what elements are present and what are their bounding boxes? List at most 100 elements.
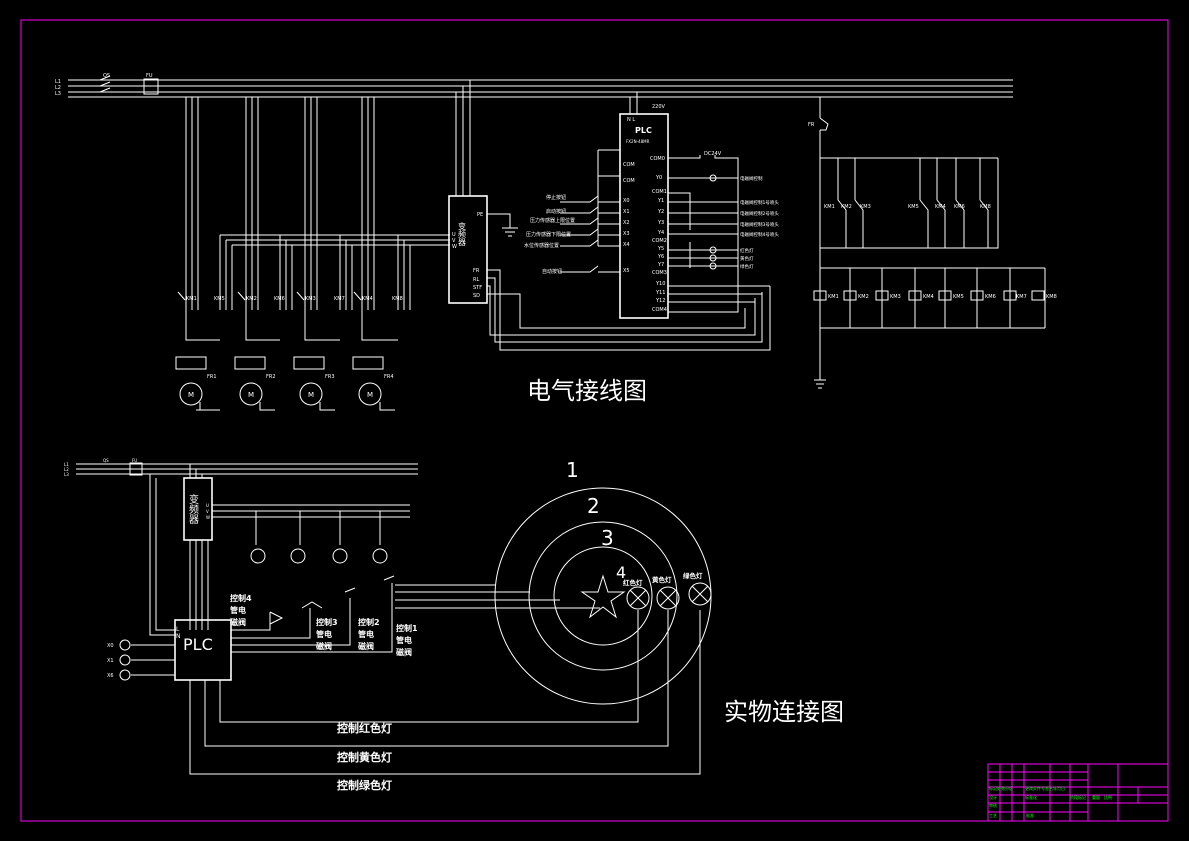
lamp-label-green: 绿色灯 — [683, 571, 703, 580]
pump-motor-icon — [290, 548, 306, 564]
input-label-upper: 压力传感器上限位置 — [530, 217, 575, 224]
plc-out-4: Y2 — [657, 209, 664, 215]
bus-label-l2: L2 — [55, 85, 61, 91]
pump-motor-icon — [250, 548, 266, 564]
plc-title: PLC — [635, 126, 652, 135]
outer-frame — [20, 19, 1169, 822]
red-lamp-icon — [626, 586, 650, 610]
fr-label-2: FR2 — [266, 374, 276, 380]
coil-4: KM4 — [923, 294, 934, 300]
plc-volt: 220V — [652, 104, 666, 110]
bottom-plc: PLC L N X0 X1 X6 — [107, 575, 701, 775]
green-lamp-icon — [688, 582, 712, 606]
fr-label-3: FR3 — [325, 374, 335, 380]
bottom-inverter-label: 变频器 — [187, 493, 199, 525]
motor-branches: KM1 KM2 KM3 KM4 KM5 KM6 KM7 KM8 — [177, 97, 450, 341]
relay-contact-2: KM2 — [841, 204, 852, 210]
plc-out-9: Y6 — [657, 254, 664, 260]
tb-cell-7: 审核 — [989, 802, 997, 808]
km-label-3: KM3 — [305, 296, 316, 302]
motor-label-1: M — [188, 391, 194, 399]
bottom-inv-w: W — [206, 515, 210, 520]
ring-number-2: 2 — [587, 494, 600, 518]
bottom-plc-n: N — [176, 633, 181, 640]
plc-out-10: Y7 — [657, 262, 664, 268]
km-label-8: KM8 — [392, 296, 403, 302]
km-label-2: KM2 — [246, 296, 257, 302]
bottom-qs: QS — [103, 458, 109, 463]
coil-1: KM1 — [828, 294, 839, 300]
plc-out-2: COM1 — [652, 189, 667, 195]
coil-6: KM6 — [985, 294, 996, 300]
bottom-l3: L3 — [64, 472, 69, 477]
relay-contact-3: KM3 — [860, 204, 871, 210]
km-label-5: KM5 — [214, 296, 225, 302]
relay-circuit: FR KM1 KM2 KM3 KM5 KM4 KM6 KM8 KM1 KM2 K… — [808, 97, 1057, 389]
bottom-inv-v: V — [206, 509, 209, 514]
ring-number-1: 1 — [566, 458, 579, 482]
qs-label: QS — [103, 73, 110, 79]
bottom-bus: L1 L2 L3 QS FU — [64, 458, 418, 477]
bottom-plc-label: PLC — [183, 635, 213, 654]
power-bus: L1 L2 L3 QS FU — [55, 73, 1013, 98]
plc-out-13: Y11 — [655, 290, 665, 296]
fountain-rings: 1 2 3 4 — [395, 458, 712, 705]
pump-motor-icon — [372, 548, 388, 564]
plc-out-7: COM2 — [652, 238, 667, 244]
lamp-label-yellow: 黄色灯 — [652, 575, 672, 584]
tb-cell-9: 批准 — [1026, 812, 1034, 818]
plc-in-6: X4 — [623, 242, 630, 248]
plc-top: N L 220V PLC FX2N-48MR COM COM X0 X1 X2 … — [524, 92, 779, 319]
pump-motor-icon — [332, 548, 348, 564]
tb-cell-0: 标记处数分区 — [989, 785, 1013, 791]
inverter-fr: FR — [473, 268, 480, 274]
input-button-icon[interactable] — [119, 654, 131, 666]
input-button-icon[interactable] — [119, 669, 131, 681]
plc-in-5: X3 — [623, 231, 630, 237]
tb-cell-8: 工艺 — [989, 813, 997, 818]
bottom-inv-u: U — [206, 503, 209, 508]
bus-label-l1: L1 — [55, 79, 61, 85]
inverter-pe: PE — [477, 212, 483, 218]
qs-switch-icon — [99, 75, 111, 93]
out-label-7: 绿色灯 — [740, 263, 754, 270]
input-label-start: 启动按钮 — [546, 208, 566, 215]
input-button-icon[interactable] — [119, 639, 131, 651]
fu-label: FU — [146, 73, 153, 79]
physical-diagram-title: 实物连接图 — [724, 698, 844, 726]
ctrl-red-label: 控制红色灯 — [337, 721, 392, 735]
motor-icon — [299, 382, 323, 406]
wiring-diagram-title: 电气接线图 — [527, 377, 647, 405]
plc-out-12: Y10 — [655, 281, 665, 287]
plc-out-8: Y5 — [657, 246, 664, 252]
bottom-plc-l: L — [176, 626, 180, 633]
plc-in-4: X2 — [623, 220, 630, 226]
out-label-0: 电磁阀控制 — [740, 175, 763, 182]
plc-supply: N L — [627, 117, 635, 123]
plc-in-3: X1 — [623, 209, 630, 215]
input-label-auto: 自动按钮 — [542, 268, 562, 275]
out-label-1: 电磁阀控制1号喷头 — [740, 199, 779, 206]
tb-cell-6: 比例 — [1104, 794, 1112, 800]
plc-out-3: Y1 — [657, 198, 664, 204]
plc-out-5: Y3 — [657, 220, 664, 226]
motor-label-2: M — [248, 391, 254, 399]
plc-out-15: COM4 — [652, 307, 667, 313]
title-block: 标记处数分区 更改文件号签名年月日 设计 标准化 阶段标记 重量 比例 审核 工… — [987, 763, 1169, 822]
plc-in-2: X0 — [623, 198, 630, 204]
plc-out-0: COM0 — [650, 156, 665, 162]
inverter-label: 变频器 — [458, 221, 467, 247]
motor-icon — [179, 382, 203, 406]
tb-cell-5: 重量 — [1092, 794, 1100, 800]
input-label-stop: 停止按钮 — [546, 194, 566, 201]
yellow-lamp-icon — [656, 586, 680, 610]
motor-icon — [239, 382, 263, 406]
plc-model: FX2N-48MR — [626, 139, 650, 144]
relay-contact-1: KM1 — [824, 204, 835, 210]
bottom-inverter: 变频器 U V W — [149, 464, 410, 636]
relay-contact-7: KM8 — [980, 204, 991, 210]
